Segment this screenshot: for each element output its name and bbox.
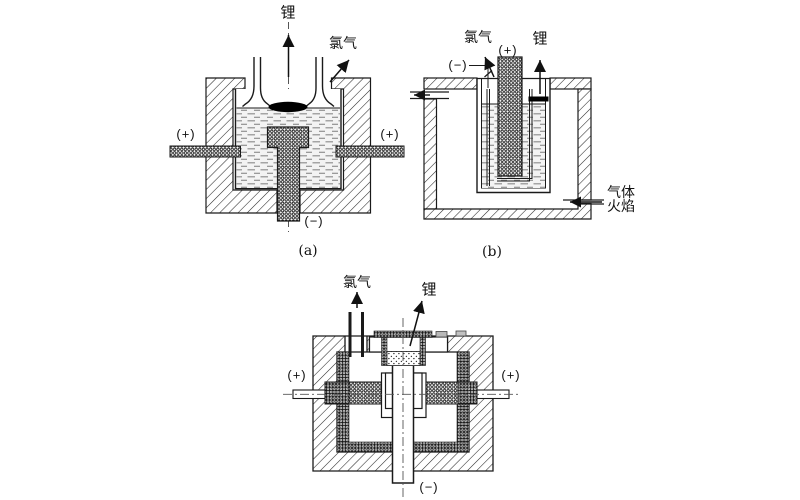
cell-a xyxy=(169,22,405,232)
label-a-anode-right: (+) xyxy=(380,126,400,142)
cell-b-furnace-wall-right xyxy=(577,88,592,201)
label-b-gas: 气体 xyxy=(607,184,635,200)
cell-c-lithium-arrow xyxy=(409,300,425,347)
cell-c-cup-wall-left xyxy=(381,337,388,366)
cell-c-cup-lithium xyxy=(386,351,421,366)
label-b-anode: (+) xyxy=(498,42,518,58)
cell-b-flame-inlet-pipe xyxy=(563,199,604,205)
label-c-chlorine: 氯气 xyxy=(343,274,371,290)
cell-b-furnace-top-left xyxy=(423,77,478,90)
cell-a-molten-lithium xyxy=(268,101,308,113)
cell-a-furnace-left xyxy=(205,77,278,214)
cell-c-chlorine-pipes xyxy=(348,312,364,357)
cell-a-anode-bar-left xyxy=(169,145,241,158)
cell-b-anode-rod xyxy=(497,56,523,177)
cell-b xyxy=(410,56,604,220)
label-b-cathode: (−) xyxy=(448,57,468,73)
cell-c-lid-tab-1 xyxy=(435,331,448,338)
label-a-chlorine: 氯气 xyxy=(329,35,357,51)
label-a-anode-left: (+) xyxy=(176,126,196,142)
cell-b-molten-lithium xyxy=(528,96,549,102)
label-b-chlorine: 氯气 xyxy=(464,29,492,45)
label-c-lithium: 锂 xyxy=(421,281,437,299)
cell-c-outer-block xyxy=(312,335,494,472)
cell-a-furnace-right xyxy=(299,77,372,214)
cell-c xyxy=(283,292,518,497)
cell-b-furnace-wall-left xyxy=(423,98,438,210)
cell-a-chlorine-arrow xyxy=(329,59,350,83)
cell-a-cathode xyxy=(266,126,310,222)
cell-b-chlorine-arrow xyxy=(484,56,496,78)
label-b-lithium: 锂 xyxy=(532,30,548,48)
cell-b-furnace-top-right xyxy=(549,77,592,90)
caption-a: (a) xyxy=(298,243,318,259)
cell-b-furnace-bottom xyxy=(423,202,592,220)
cell-c-cup-wall-right xyxy=(419,337,426,366)
cell-a-gas-tubes xyxy=(242,57,335,108)
label-a-cathode: (−) xyxy=(304,213,324,229)
cell-c-anode-bar xyxy=(324,381,478,405)
cell-c-lid-tab-2 xyxy=(455,330,467,337)
label-b-flame: 火焰 xyxy=(607,198,635,214)
label-a-lithium: 锂 xyxy=(280,4,296,22)
label-c-anode-left: (+) xyxy=(287,367,307,383)
caption-b: (b) xyxy=(482,244,502,260)
cell-b-cathode-plate xyxy=(486,89,533,186)
label-c-cathode: (−) xyxy=(419,479,439,495)
label-c-anode-right: (+) xyxy=(501,367,521,383)
cell-a-anode-bar-right xyxy=(335,145,405,158)
